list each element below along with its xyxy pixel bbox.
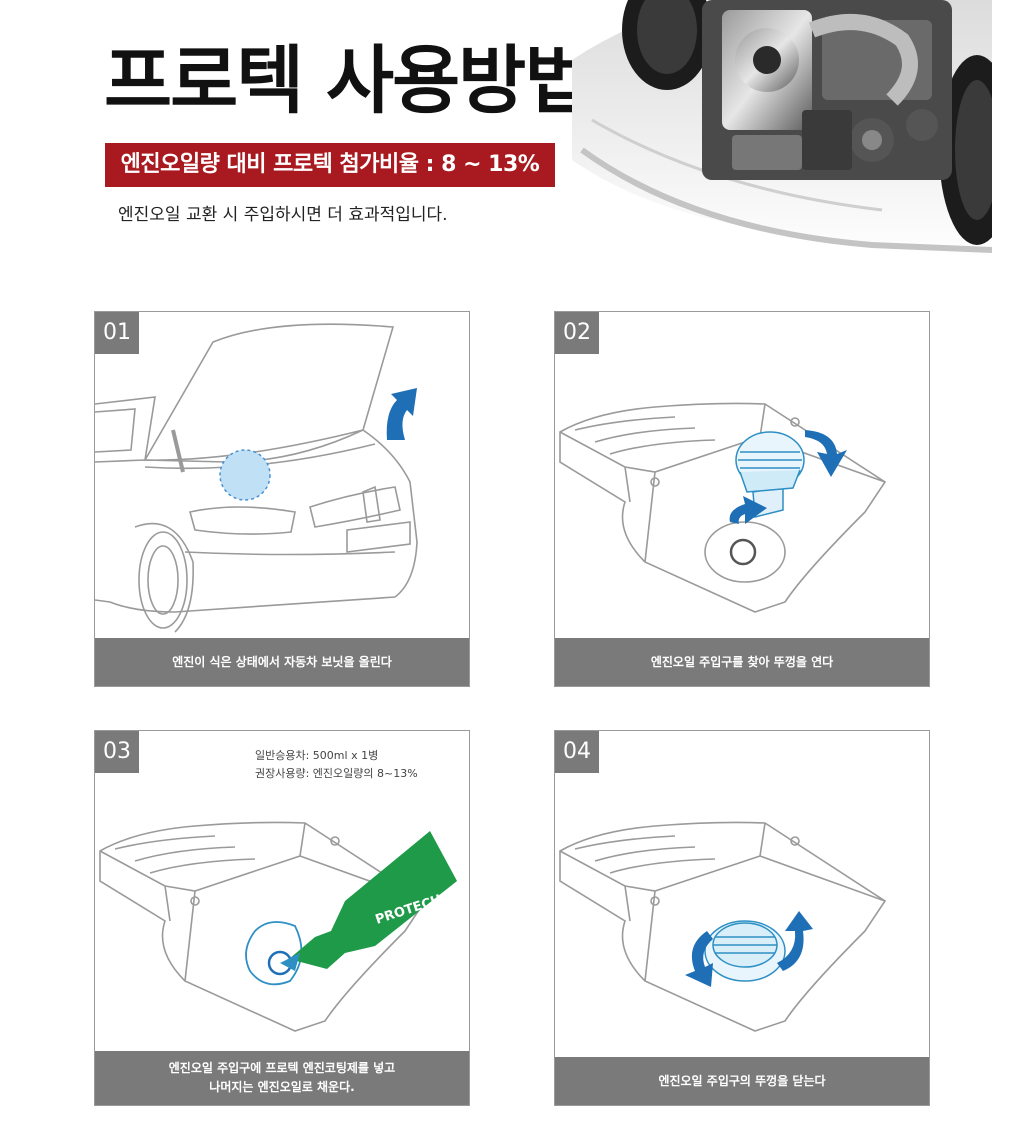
open-cap-illustration	[559, 402, 887, 613]
usage-tip: 엔진오일 교환 시 주입하시면 더 효과적입니다.	[118, 205, 448, 225]
step-caption: 엔진오일 주입구를 찾아 뚜껑을 연다	[555, 638, 929, 686]
step-caption: 엔진이 식은 상태에서 자동차 보닛을 올린다	[95, 638, 469, 686]
usage-note-line: 일반승용차: 500ml x 1병	[255, 749, 379, 762]
usage-note: 일반승용차: 500ml x 1병 권장사용량: 엔진오일량의 8~13%	[255, 747, 418, 783]
ratio-banner: 엔진오일량 대비 프로텍 첨가비율 : 8 ~ 13%	[105, 143, 555, 187]
step-caption-line: 나머지는 엔진오일로 채운다.	[209, 1080, 355, 1094]
step-number: 03	[95, 731, 139, 773]
step-panel-02: 02 엔진오일 주입구를 찾아 뚜껑을 연다	[554, 311, 930, 687]
step-caption: 엔진오일 주입구에 프로텍 엔진코팅제를 넣고 나머지는 엔진오일로 채운다.	[95, 1051, 469, 1105]
step-panel-01: 01 엔진이 식은 상태에서 자동차 보닛을	[94, 311, 470, 687]
engine-photo	[572, 0, 992, 270]
page-title: 프로텍 사용방법	[104, 38, 592, 124]
step-caption: 엔진오일 주입구의 뚜껑을 닫는다	[555, 1057, 929, 1105]
step-panel-03: 03 일반승용차: 500ml x 1병 권장사용량: 엔진오일량의 8~13%…	[94, 730, 470, 1106]
step-number: 04	[555, 731, 599, 773]
step-panel-04: 04 엔진오일 주입구의 뚜껑을 닫는다	[554, 730, 930, 1106]
pour-protech-illustration: PROTECH	[99, 821, 457, 1032]
step-number: 01	[95, 312, 139, 354]
step-number: 02	[555, 312, 599, 354]
step-caption-line: 엔진오일 주입구에 프로텍 엔진코팅제를 넣고	[168, 1061, 396, 1075]
close-cap-illustration	[559, 821, 887, 1032]
car-hood-illustration	[95, 323, 418, 633]
usage-note-line: 권장사용량: 엔진오일량의 8~13%	[255, 767, 418, 780]
